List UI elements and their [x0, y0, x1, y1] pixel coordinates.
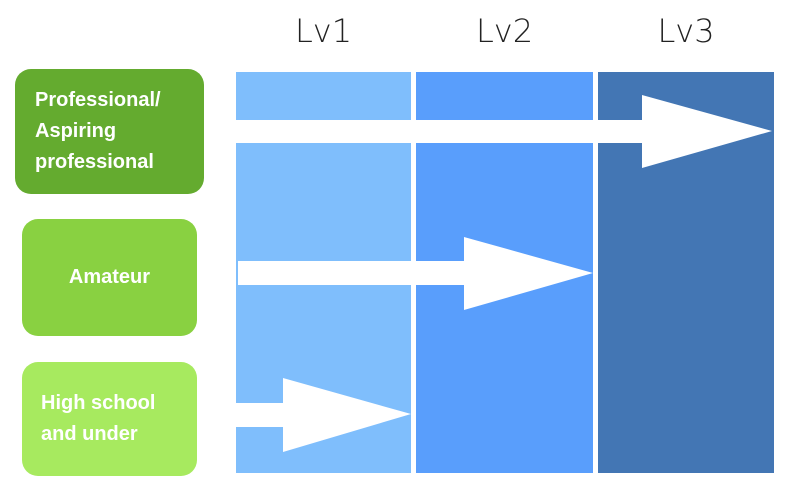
arrow-professional-to-lv3: [236, 95, 772, 168]
arrow-amateur-to-lv2: [238, 237, 593, 310]
level-header-lv1: Lv1: [294, 12, 353, 50]
level-header-lv2: Lv2: [475, 12, 534, 50]
level-header-lv3: Lv3: [657, 12, 715, 50]
category-amateur-label: Amateur: [68, 266, 151, 288]
arrow-high-school-to-lv1: [236, 378, 411, 452]
category-amateur: Amateur: [22, 219, 197, 336]
category-high-school: High school and under: [22, 362, 197, 476]
category-professional: Professional/ Aspiring professional: [15, 69, 204, 194]
category-professional-label: Professional/ Aspiring professional: [35, 89, 161, 173]
category-high-school-label: High school and under: [41, 392, 156, 445]
